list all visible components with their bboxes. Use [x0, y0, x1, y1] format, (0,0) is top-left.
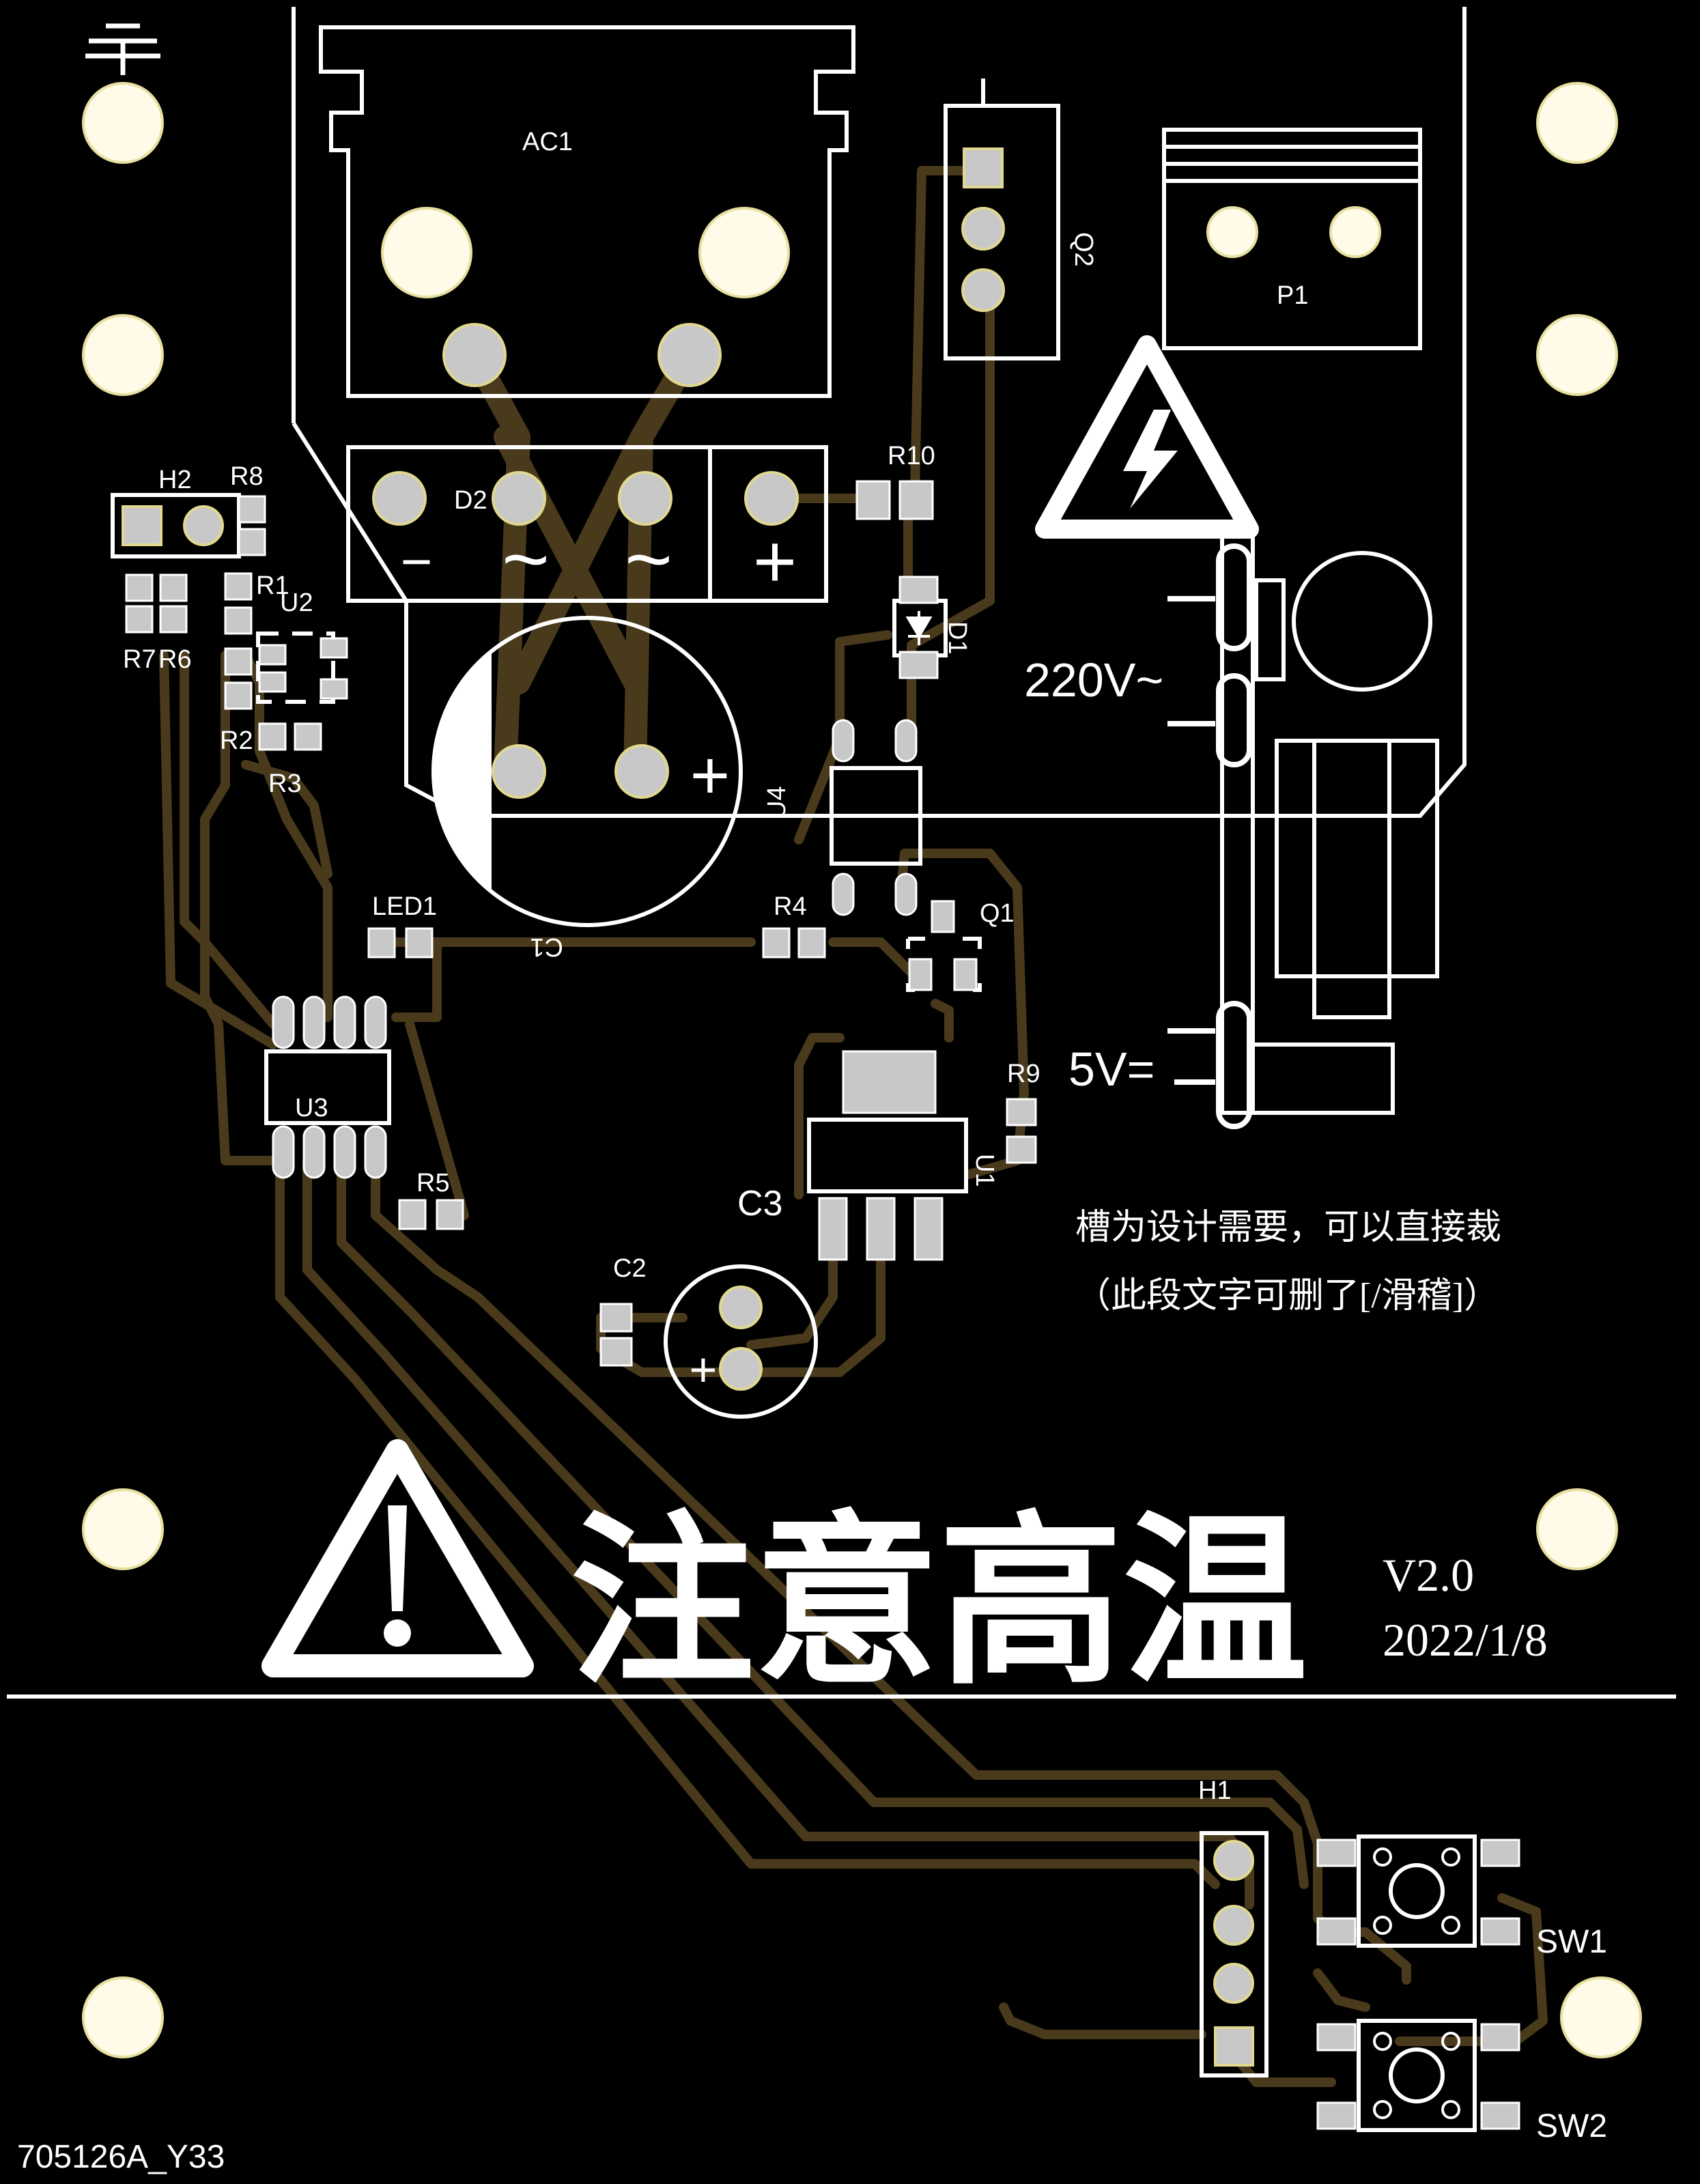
- label-q2: Q2: [1069, 232, 1098, 267]
- d2-ac2-symbol: ~: [625, 513, 672, 605]
- label-u2: U2: [280, 588, 313, 617]
- label-d1: D1: [943, 621, 972, 655]
- label-h1: H1: [1198, 1776, 1232, 1805]
- label-u3: U3: [295, 1094, 328, 1122]
- note-line-1: 槽为设计需要，可以直接裁: [1075, 1208, 1501, 1247]
- designators: AC1 Q2 P1 H2 R8 R10 D2 R1 U2 R7 R6 R2 R3…: [123, 128, 1607, 2144]
- smd-pads: [125, 480, 1520, 2130]
- label-r3: R3: [268, 769, 302, 798]
- switch-holes: [1373, 1847, 1460, 2119]
- through-hole-pads: [122, 147, 1254, 2067]
- label-u4: U4: [763, 786, 791, 819]
- voltage-5-label: 5V=: [1068, 1043, 1155, 1096]
- label-r8: R8: [230, 462, 264, 491]
- label-r9: R9: [1007, 1060, 1040, 1088]
- c1-plus-symbol: +: [690, 737, 730, 814]
- label-c3: C3: [737, 1184, 782, 1223]
- label-r1: R1: [256, 571, 289, 600]
- d2-minus-symbol: −: [401, 531, 433, 592]
- label-r7: R7: [123, 645, 156, 674]
- label-u1: U1: [970, 1154, 999, 1187]
- label-p1: P1: [1277, 281, 1308, 310]
- c3-plus-symbol: +: [690, 1343, 718, 1396]
- voltage-220-label: 220V~: [1024, 653, 1163, 707]
- label-c1: C1: [530, 933, 563, 961]
- label-q1: Q1: [980, 899, 1015, 928]
- label-sw2: SW2: [1536, 2108, 1607, 2144]
- relay-contacts: [1167, 543, 1252, 1129]
- label-c2: C2: [613, 1254, 647, 1283]
- date-label: 2022/1/8: [1383, 1614, 1548, 1666]
- mounting-holes: [82, 82, 1642, 2058]
- d2-ac1-symbol: ~: [502, 513, 550, 605]
- label-led1: LED1: [372, 892, 437, 921]
- d1-diode-symbol: [905, 611, 933, 645]
- d2-plus-symbol: +: [753, 520, 797, 604]
- label-d2: D2: [454, 486, 487, 515]
- label-r6: R6: [158, 645, 192, 674]
- note-line-2: （此段文字可删了[/滑稽]）: [1075, 1277, 1499, 1316]
- label-r10: R10: [888, 442, 935, 470]
- label-r5: R5: [416, 1169, 450, 1197]
- high-voltage-warning-icon: [1035, 335, 1259, 539]
- label-h2: H2: [158, 466, 192, 494]
- label-ac1: AC1: [522, 128, 573, 156]
- c1-polarity-band: [434, 652, 492, 891]
- warning-title: 注意高温: [570, 1502, 1307, 1706]
- label-r2: R2: [220, 726, 253, 755]
- label-sw1: SW1: [1536, 1924, 1607, 1960]
- board-id: 705126A_Y33: [17, 2139, 225, 2175]
- label-r4: R4: [774, 892, 807, 921]
- version-label: V2.0: [1383, 1549, 1474, 1601]
- caution-warning-icon: [261, 1439, 534, 1677]
- ground-icon: [85, 23, 160, 75]
- silkscreen-outlines: [7, 7, 1676, 2132]
